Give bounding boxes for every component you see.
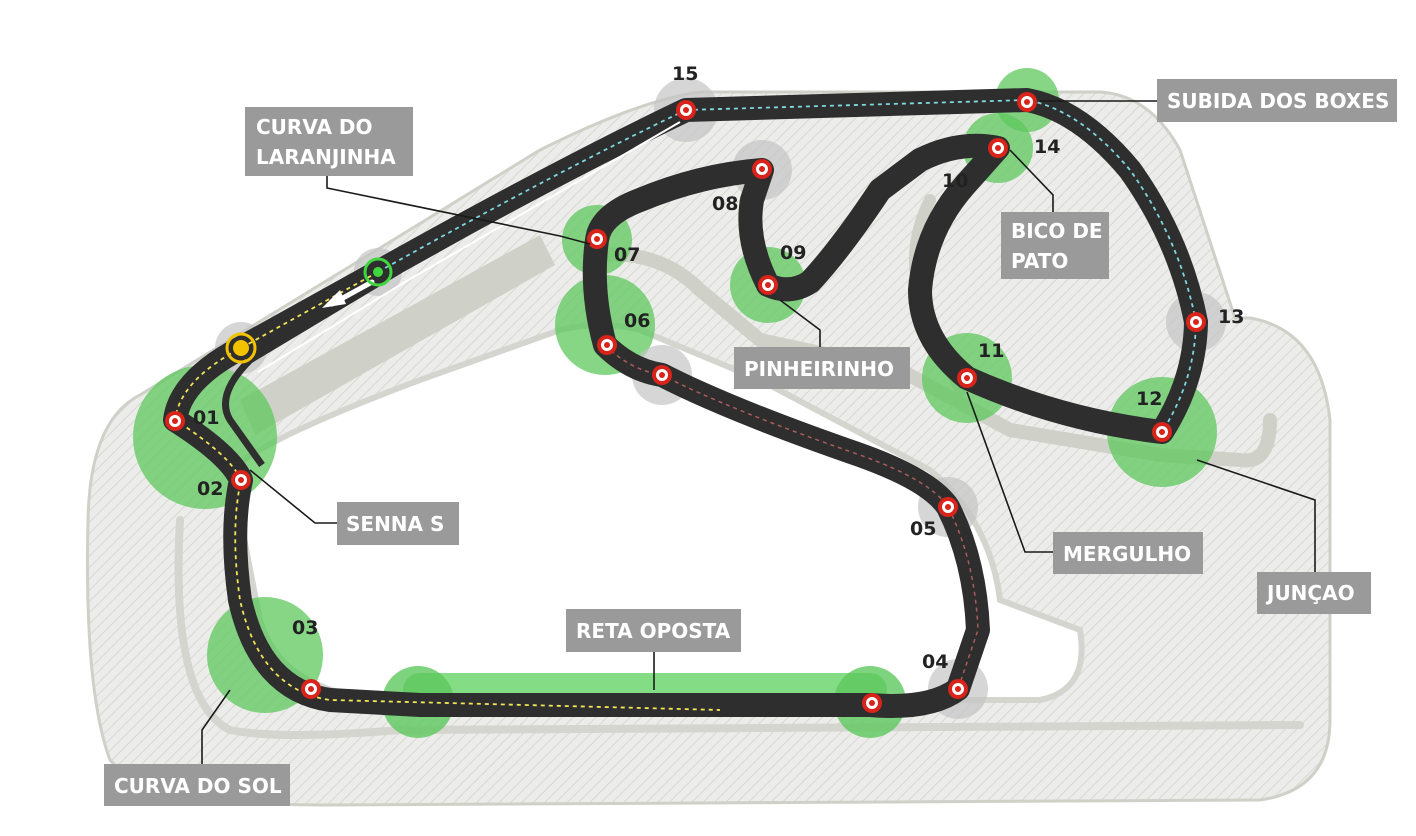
racing-line-yellow: [174, 271, 721, 711]
target-ring-icon: [938, 497, 958, 517]
turn-number: 02: [197, 478, 223, 500]
direction-arrow-icon: [322, 279, 375, 308]
leader-juncao: [1196, 459, 1316, 573]
target-ring-icon: [988, 138, 1008, 158]
target-ring-icon: [957, 368, 977, 388]
racing-line-cyan: [685, 99, 1197, 433]
label-line: CURVA DO SOL: [114, 774, 282, 798]
turn-number: 09: [780, 242, 806, 264]
target-ring-icon: [948, 679, 968, 699]
leader-sol: [201, 689, 231, 764]
turn-number: 01: [193, 407, 219, 429]
label-line: SUBIDA DOS BOXES: [1167, 89, 1389, 113]
pit-lane-inner: [257, 121, 681, 373]
target-ring-icon: [862, 693, 882, 713]
turn-number: 07: [614, 244, 640, 266]
label-bico-de-pato: BICO DE PATO: [1001, 212, 1109, 279]
label-pinheirinho: PINHEIRINHO: [734, 347, 910, 389]
turn-number: 06: [624, 310, 650, 332]
target-ring-icon: [165, 411, 185, 431]
target-ring-icon: [676, 100, 696, 120]
label-line: CURVA DO: [256, 115, 372, 139]
yellow-ring-icon: [225, 332, 257, 364]
turn-markers: [165, 92, 1206, 713]
turn-number: 04: [922, 651, 948, 673]
label-line: JUNÇAO: [1265, 581, 1355, 605]
pit-lane-area: [240, 235, 555, 435]
runoff-inner-edge: [174, 516, 1304, 739]
target-ring-icon: [1017, 92, 1037, 112]
label-line: MERGULHO: [1063, 542, 1191, 566]
leader-laranjinha: [326, 176, 591, 245]
label-curva-do-laranjinha: CURVA DO LARANJINHA: [245, 107, 413, 176]
target-ring-icon: [301, 679, 321, 699]
turn-number: 15: [672, 63, 698, 85]
label-line: BICO DE: [1011, 219, 1103, 243]
target-ring-icon: [1186, 312, 1206, 332]
leader-mergulho: [966, 391, 1053, 553]
leader-pinheirinho: [779, 299, 821, 347]
label-mergulho: MERGULHO: [1053, 532, 1203, 574]
target-ring-icon: [231, 470, 251, 490]
label-senna-s: SENNA S: [337, 502, 459, 545]
turn-number: 14: [1034, 136, 1060, 158]
label-line: SENNA S: [346, 512, 444, 536]
turn-number: 10: [942, 170, 968, 192]
turn-numbers: 01 02 03 04 05 06 07 08 09 10 11 12 13 1…: [193, 63, 1244, 673]
turn-number: 11: [978, 340, 1004, 362]
turn-number: 05: [910, 518, 936, 540]
leader-lines: [201, 100, 1316, 764]
label-reta-oposta: RETA OPOSTA: [566, 609, 741, 652]
label-line: PATO: [1011, 249, 1068, 273]
target-ring-icon: [752, 159, 772, 179]
turn-number: 03: [292, 617, 318, 639]
label-juncao: JUNÇAO: [1257, 572, 1371, 614]
leader-bico: [1009, 149, 1054, 212]
target-ring-icon: [587, 229, 607, 249]
target-ring-icon: [652, 365, 672, 385]
target-ring-icon: [758, 275, 778, 295]
green-ring-icon: [363, 257, 393, 287]
leader-senna: [249, 469, 337, 524]
label-line: PINHEIRINHO: [744, 357, 894, 381]
turn-number: 13: [1218, 306, 1244, 328]
target-ring-icon: [597, 335, 617, 355]
label-curva-do-sol: CURVA DO SOL: [104, 764, 290, 806]
label-line: RETA OPOSTA: [576, 619, 731, 643]
corner-labels: CURVA DO LARANJINHA SUBIDA DOS BOXES BIC…: [104, 79, 1397, 806]
label-subida-dos-boxes: SUBIDA DOS BOXES: [1157, 79, 1397, 122]
turn-number: 12: [1136, 388, 1162, 410]
turn-number: 08: [712, 193, 738, 215]
label-line: LARANJINHA: [256, 145, 396, 169]
target-ring-icon: [1152, 422, 1172, 442]
